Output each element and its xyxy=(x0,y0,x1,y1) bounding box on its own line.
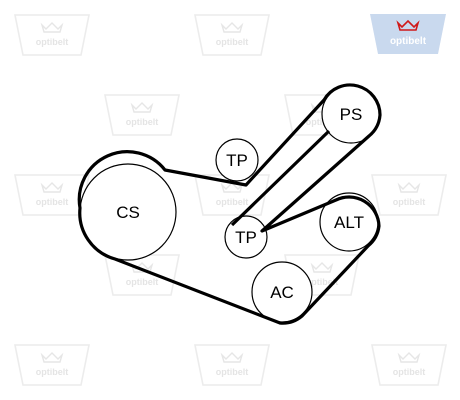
watermark-text: optibelt xyxy=(216,197,249,207)
pulley-tp-mid xyxy=(224,215,268,259)
label-tp-mid: TP xyxy=(235,228,257,247)
pulleys xyxy=(79,84,381,323)
label-ps: PS xyxy=(340,105,363,124)
watermark: optibelt xyxy=(14,344,90,386)
watermark: optibelt xyxy=(194,344,270,386)
watermark-text: optibelt xyxy=(36,197,69,207)
watermark-text: optibelt xyxy=(126,277,159,287)
watermark-text: optibelt xyxy=(393,197,426,207)
label-ac: AC xyxy=(270,283,294,302)
label-tp-top: TP xyxy=(226,151,248,170)
watermark-text: optibelt xyxy=(36,367,69,377)
watermark-text: optibelt xyxy=(36,37,69,47)
watermark: optibelt xyxy=(371,174,447,216)
belt-path xyxy=(77,83,382,325)
pulley-tp-top xyxy=(215,138,259,182)
watermark: optibelt xyxy=(194,14,270,56)
pulley-labels: CS PS TP TP ALT AC xyxy=(116,105,364,302)
watermark-text: optibelt xyxy=(393,367,426,377)
label-alt: ALT xyxy=(334,213,364,232)
watermark-text: optibelt xyxy=(126,117,159,127)
belt-inner-segment xyxy=(230,129,331,227)
brand-logo-text: optibelt xyxy=(390,36,427,47)
watermark-text: optibelt xyxy=(306,117,339,127)
watermark-grid: optibelt optibelt optibelt optibelt opti… xyxy=(14,14,447,386)
watermark: optibelt xyxy=(371,344,447,386)
watermark-text: optibelt xyxy=(216,367,249,377)
watermark-text: optibelt xyxy=(306,277,339,287)
watermark: optibelt xyxy=(14,14,90,56)
brand-logo: optibelt xyxy=(370,14,446,54)
watermark: optibelt xyxy=(104,94,180,136)
label-cs: CS xyxy=(116,203,140,222)
watermark-text: optibelt xyxy=(216,37,249,47)
